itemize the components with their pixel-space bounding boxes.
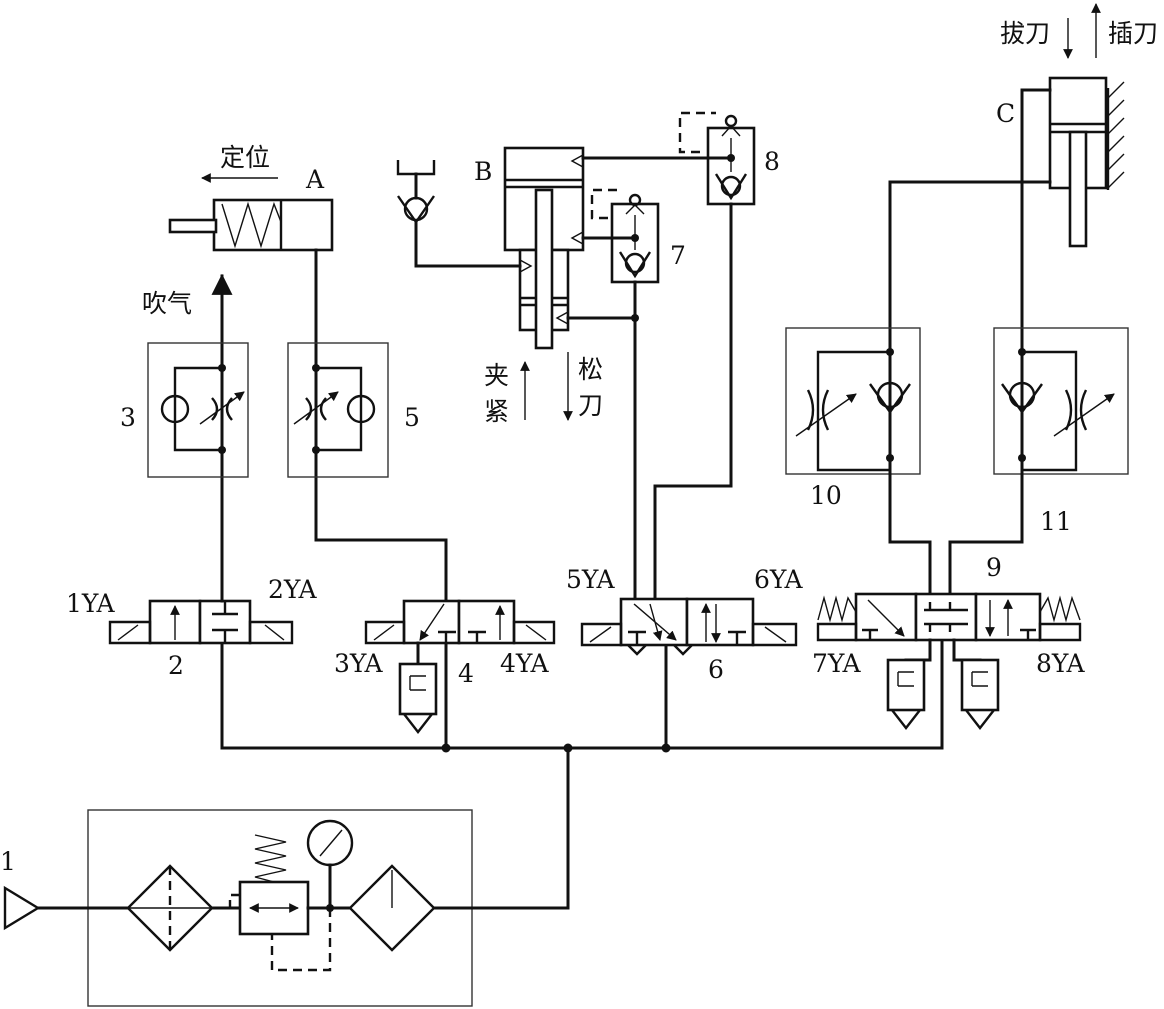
label-8YA: 8YA <box>1036 649 1085 678</box>
pressure-gauge-icon <box>306 819 354 867</box>
hatched-wall <box>1107 81 1125 189</box>
label-4YA: 4YA <box>500 649 549 678</box>
cylinder-A <box>168 198 334 542</box>
throttle-icon <box>305 397 327 421</box>
check-valve-icon <box>160 394 190 424</box>
valve-2 <box>108 599 294 645</box>
check-valve-icon <box>346 394 376 424</box>
label-5YA: 5YA <box>566 565 615 594</box>
valve-4 <box>364 599 556 734</box>
spring-icon <box>254 834 287 883</box>
label-1YA: 1YA <box>66 589 115 618</box>
label-11: 11 <box>1040 507 1072 536</box>
spring-icon <box>817 595 857 623</box>
label-7: 7 <box>670 241 686 270</box>
air-source-icon <box>3 885 41 931</box>
cylinder-C <box>888 76 1125 354</box>
flow-control-5 <box>287 342 389 478</box>
label-2YA: 2YA <box>268 575 317 604</box>
valve-8 <box>581 111 756 603</box>
label-8: 8 <box>764 147 780 176</box>
label-9: 9 <box>986 553 1002 582</box>
label-10: 10 <box>810 481 842 510</box>
label-4: 4 <box>458 659 474 688</box>
label-jia: 夹 <box>484 361 509 390</box>
air-supply-unit <box>3 809 570 1007</box>
cylinder-B <box>503 146 585 350</box>
label-6: 6 <box>708 655 724 684</box>
label-badao: 拔刀 <box>1000 19 1050 48</box>
label-2: 2 <box>168 651 184 680</box>
label-C: C <box>996 99 1015 128</box>
label-song: 松 <box>578 355 603 384</box>
supply-manifold <box>220 620 944 910</box>
label-jin: 紧 <box>484 397 509 426</box>
label-7YA: 7YA <box>812 649 861 678</box>
spring-icon <box>1039 595 1081 623</box>
flow-control-3 <box>147 342 249 478</box>
labels: A B C 1 2 3 4 5 6 7 8 9 10 11 1YA 2YA 3Y… <box>0 19 1158 876</box>
label-B: B <box>474 157 492 186</box>
label-3: 3 <box>120 403 136 432</box>
label-3YA: 3YA <box>334 649 383 678</box>
throttle-icon <box>211 397 233 421</box>
label-chadao: 插刀 <box>1108 19 1158 48</box>
label-chuiqi: 吹气 <box>142 289 192 318</box>
label-5: 5 <box>404 403 420 432</box>
label-1: 1 <box>0 847 16 876</box>
valve-9 <box>816 592 1082 730</box>
flow-control-10 <box>785 327 921 475</box>
flow-control-11 <box>993 327 1129 475</box>
label-dao: 刀 <box>578 391 603 420</box>
check-valve-atmosphere <box>396 160 522 268</box>
label-dingwei: 定位 <box>220 143 270 172</box>
lubricator-icon <box>348 864 436 952</box>
valve-7 <box>566 188 660 322</box>
valve-6 <box>580 597 798 656</box>
label-A: A <box>305 165 325 194</box>
spring-icon <box>221 201 282 249</box>
label-6YA: 6YA <box>754 565 803 594</box>
